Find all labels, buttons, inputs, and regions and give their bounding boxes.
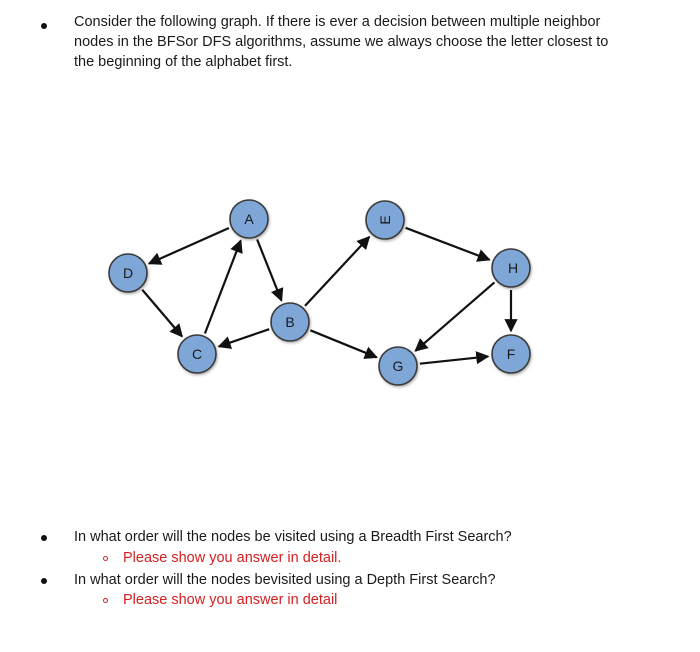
edge-c-to-a	[203, 239, 243, 334]
bullet-intro	[41, 23, 47, 29]
node-f: F	[491, 334, 531, 374]
node-a: A	[229, 199, 269, 239]
intro-line-3: the beginning of the alphabet first.	[74, 54, 293, 70]
node-d: D	[108, 253, 148, 293]
node-label: F	[507, 346, 516, 362]
node-circle	[229, 199, 269, 239]
edge-a-to-b	[256, 239, 284, 302]
edge-e-to-h	[405, 226, 491, 262]
edge-a-to-d	[147, 226, 230, 265]
node-label: H	[508, 260, 518, 276]
edge-d-to-c	[141, 289, 183, 338]
edge-g-to-f	[419, 351, 490, 365]
node-circle	[491, 334, 531, 374]
node-label: C	[192, 346, 202, 362]
dfs-note: Please show you answer in detail	[123, 592, 338, 608]
node-label: A	[244, 211, 254, 227]
intro-line-2: nodes in the BFSor DFS algorithms, assum…	[74, 34, 609, 50]
node-e: E	[365, 200, 405, 240]
node-label: E	[377, 215, 393, 224]
node-circle	[378, 346, 418, 386]
node-g: G	[378, 346, 418, 386]
edge-h-to-g	[414, 281, 496, 352]
edge-b-to-g	[309, 329, 378, 359]
node-b: B	[270, 302, 310, 342]
node-c: C	[177, 334, 217, 374]
node-label: B	[285, 314, 294, 330]
node-label: D	[123, 265, 133, 281]
bfs-note: Please show you answer in detail.	[123, 550, 342, 566]
intro-line-1: Consider the following graph. If there i…	[74, 14, 601, 30]
node-label: G	[393, 358, 404, 374]
intro-paragraph: Consider the following graph. If there i…	[74, 12, 674, 72]
node-circle	[365, 200, 405, 240]
sub-bullet-bfs	[103, 556, 108, 561]
node-circle	[270, 302, 310, 342]
edge-b-to-c	[217, 328, 270, 349]
graph-nodes: A B C D E F G H	[108, 199, 531, 386]
bullet-dfs	[41, 578, 47, 584]
edge-b-to-e	[304, 235, 371, 307]
node-circle	[108, 253, 148, 293]
node-h: H	[491, 248, 531, 288]
node-circle	[177, 334, 217, 374]
dfs-question: In what order will the nodes bevisited u…	[74, 572, 496, 588]
graph-edges	[141, 226, 518, 365]
bullet-bfs	[41, 535, 47, 541]
bfs-question: In what order will the nodes be visited …	[74, 529, 512, 545]
node-circle	[491, 248, 531, 288]
sub-bullet-dfs	[103, 598, 108, 603]
